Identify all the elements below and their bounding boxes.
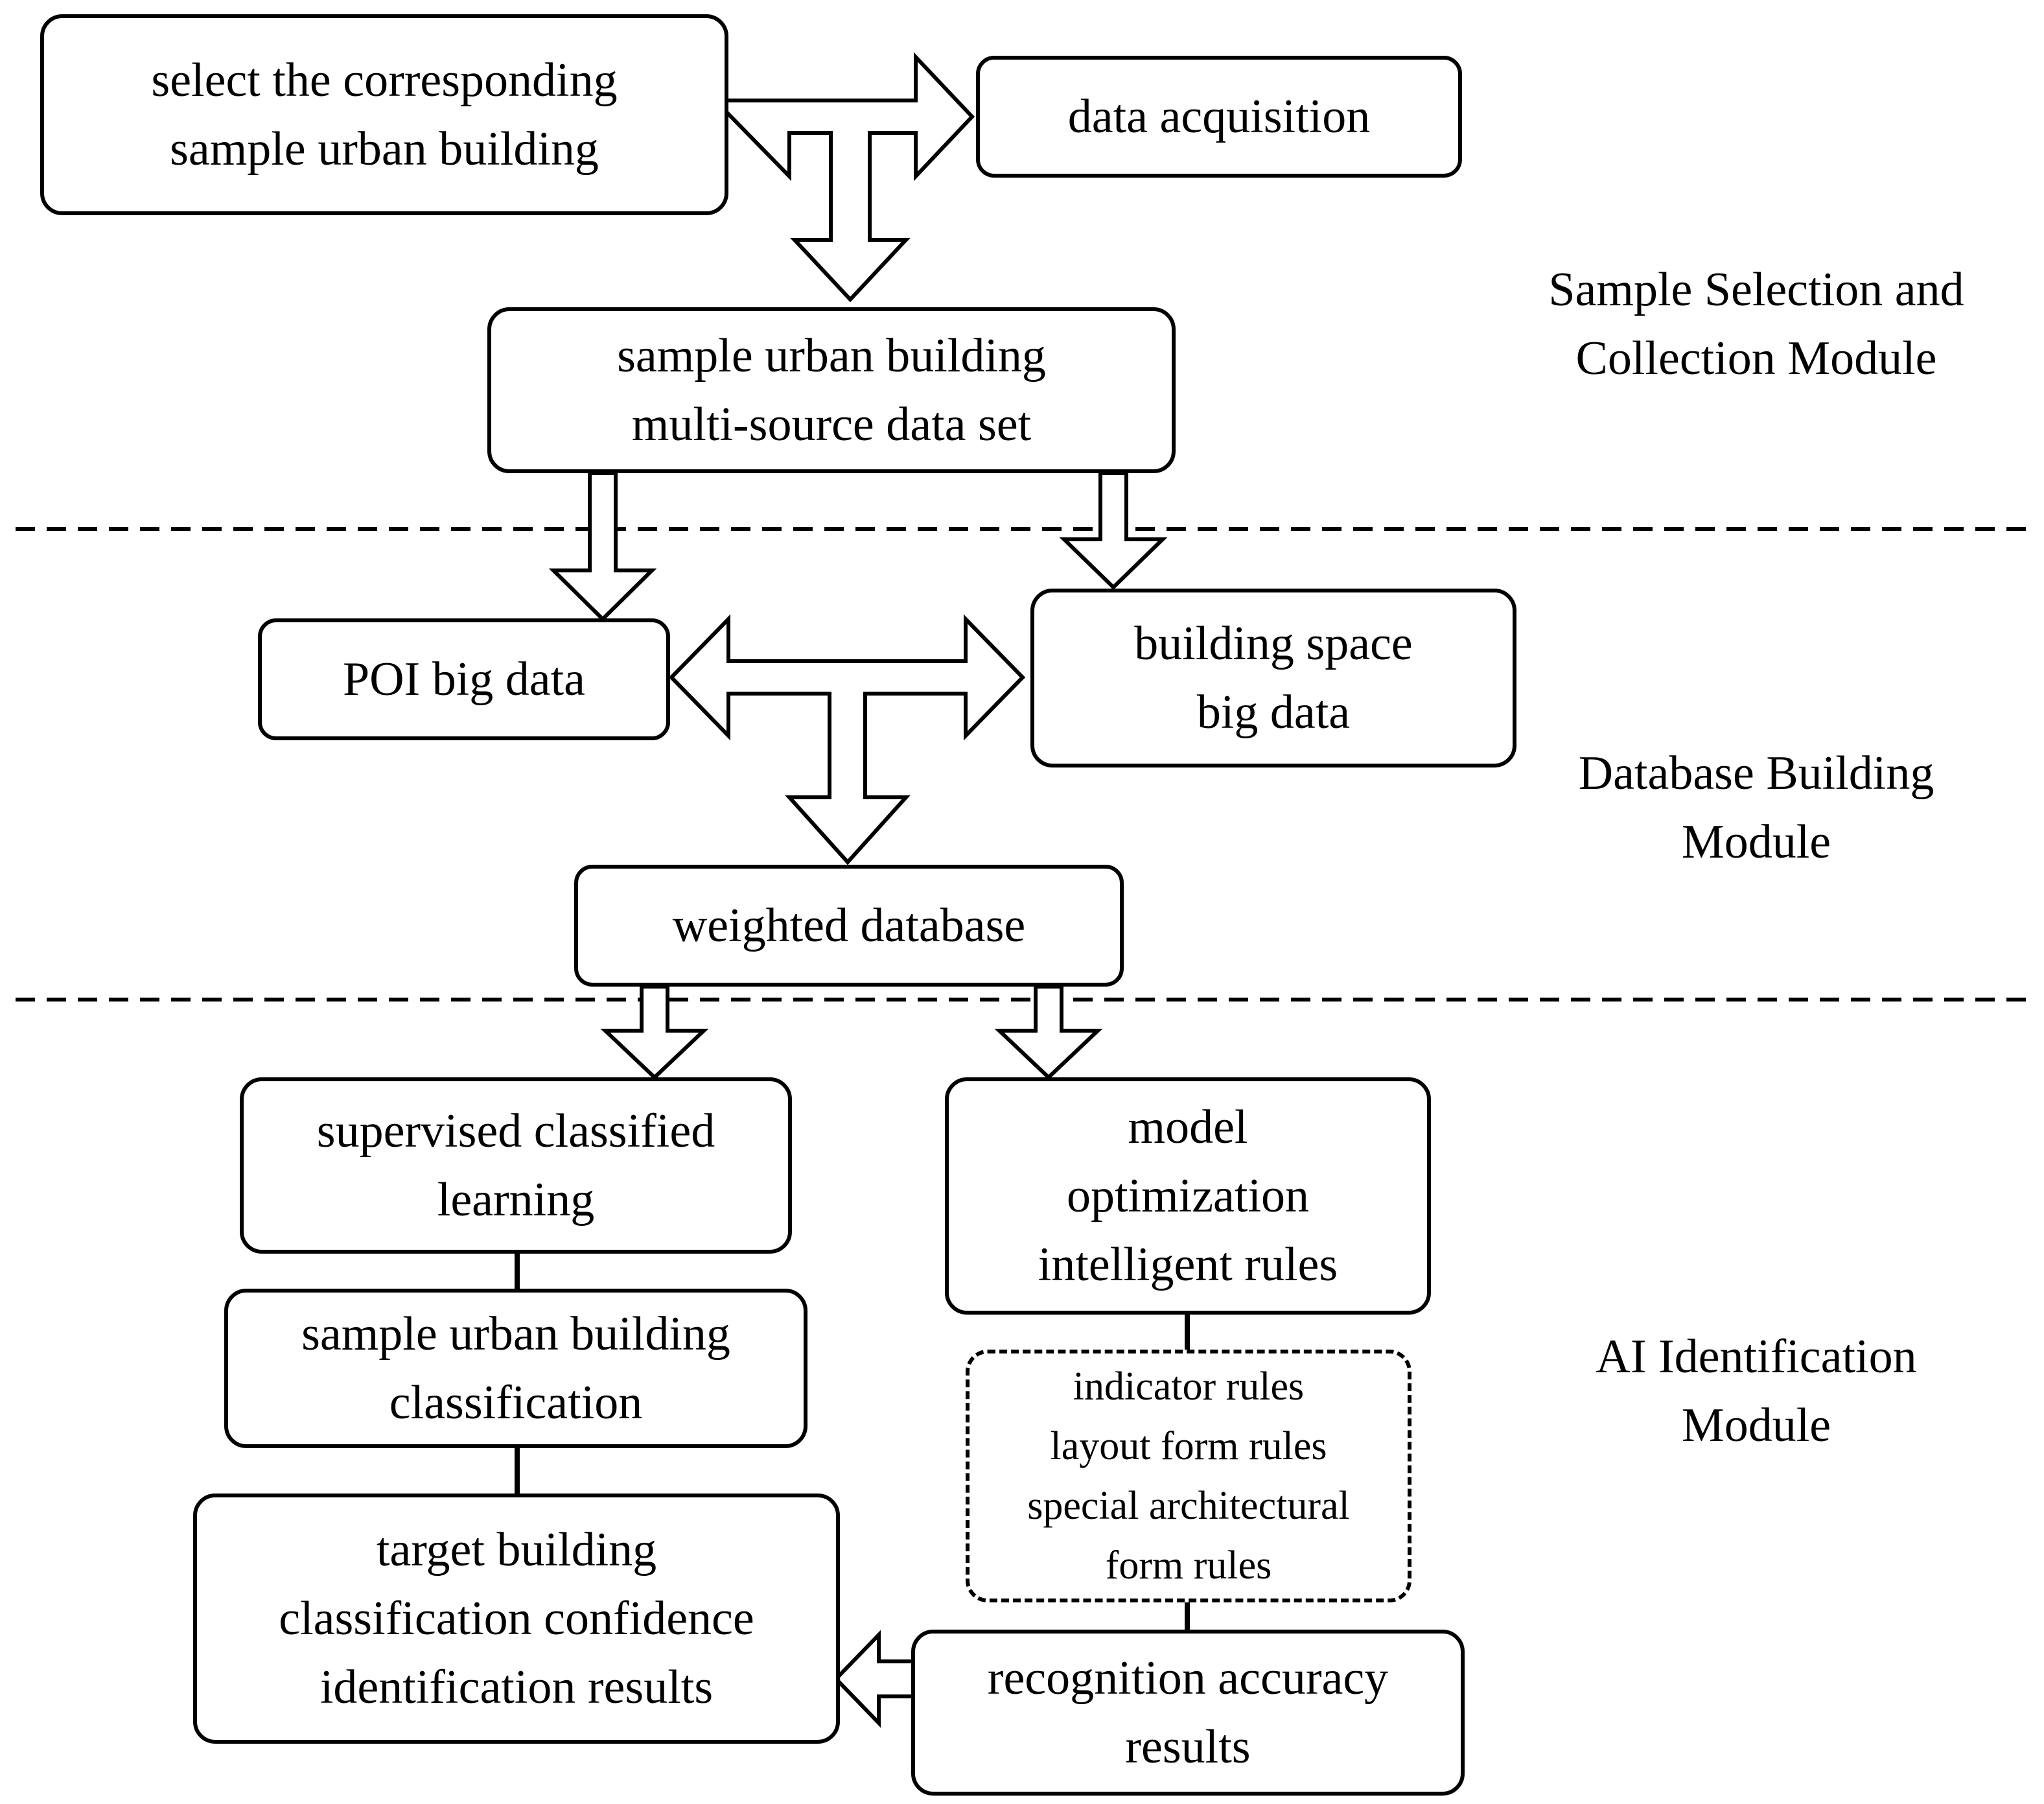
box-line: identification results — [319, 1661, 714, 1714]
box-line: sample urban building — [170, 123, 599, 176]
box-line: layout form rules — [1050, 1424, 1327, 1468]
box-line: big data — [1196, 686, 1351, 739]
box-line: classification confidence — [279, 1592, 754, 1645]
data-acquisition-box: data acquisition — [976, 56, 1462, 178]
rules-detail-box: indicator rules layout form rules specia… — [966, 1350, 1411, 1602]
box-line: data acquisition — [1067, 90, 1371, 143]
module-label-line: Sample Selection and — [1548, 263, 1964, 316]
module-label-line: Database Building — [1578, 747, 1934, 800]
module-label-ai-identification: AI Identification Module — [1491, 1322, 2022, 1460]
box-line: indicator rules — [1073, 1365, 1305, 1409]
box-line: model — [1128, 1101, 1248, 1154]
model-optimization-box: model optimization intelligent rules — [945, 1077, 1431, 1315]
building-space-big-data-box: building space big data — [1030, 589, 1516, 767]
box-line: weighted database — [672, 899, 1026, 952]
box-line: learning — [437, 1173, 595, 1226]
box-line: optimization — [1066, 1169, 1310, 1223]
middle-double-arrow — [668, 614, 1026, 865]
box-line: results — [1125, 1720, 1251, 1774]
module-label-line: AI Identification — [1596, 1330, 1917, 1383]
box-line: select the corresponding — [151, 54, 618, 107]
poi-big-data-box: POI big data — [258, 618, 670, 740]
down-arrow-to-model — [994, 985, 1103, 1081]
box-line: recognition accuracy — [987, 1652, 1389, 1705]
target-results-box: target building classification confidenc… — [193, 1494, 840, 1744]
box-line: form rules — [1105, 1543, 1272, 1587]
box-line: special architectural — [1027, 1484, 1350, 1528]
module-label-line: Module — [1681, 815, 1831, 869]
recognition-accuracy-box: recognition accuracy results — [911, 1630, 1465, 1796]
left-arrow-to-results — [833, 1630, 918, 1728]
box-line: target building — [376, 1523, 657, 1576]
box-line: sample urban building — [617, 329, 1046, 382]
top-double-arrow — [723, 52, 975, 303]
select-sample-building-box: select the corresponding sample urban bu… — [40, 14, 728, 215]
down-arrow-to-supervised — [600, 985, 709, 1081]
box-line: POI big data — [342, 653, 586, 706]
supervised-learning-box: supervised classified learning — [240, 1077, 792, 1254]
box-line: building space — [1134, 617, 1413, 670]
box-line: classification — [389, 1376, 643, 1429]
down-arrow-to-poi — [548, 471, 657, 622]
multi-source-dataset-box: sample urban building multi-source data … — [487, 307, 1176, 473]
module-label-sample-selection: Sample Selection and Collection Module — [1478, 255, 2035, 393]
box-line: multi-source data set — [631, 398, 1032, 451]
box-line: supervised classified — [316, 1105, 715, 1158]
module-label-line: Collection Module — [1575, 332, 1937, 385]
box-line: sample urban building — [301, 1307, 730, 1361]
down-arrow-to-building-space — [1059, 471, 1168, 591]
sample-classification-box: sample urban building classification — [224, 1289, 807, 1448]
box-line: intelligent rules — [1038, 1238, 1338, 1291]
module-label-database-building: Database Building Module — [1491, 739, 2022, 876]
module-label-line: Module — [1681, 1399, 1831, 1452]
weighted-database-box: weighted database — [574, 865, 1124, 987]
